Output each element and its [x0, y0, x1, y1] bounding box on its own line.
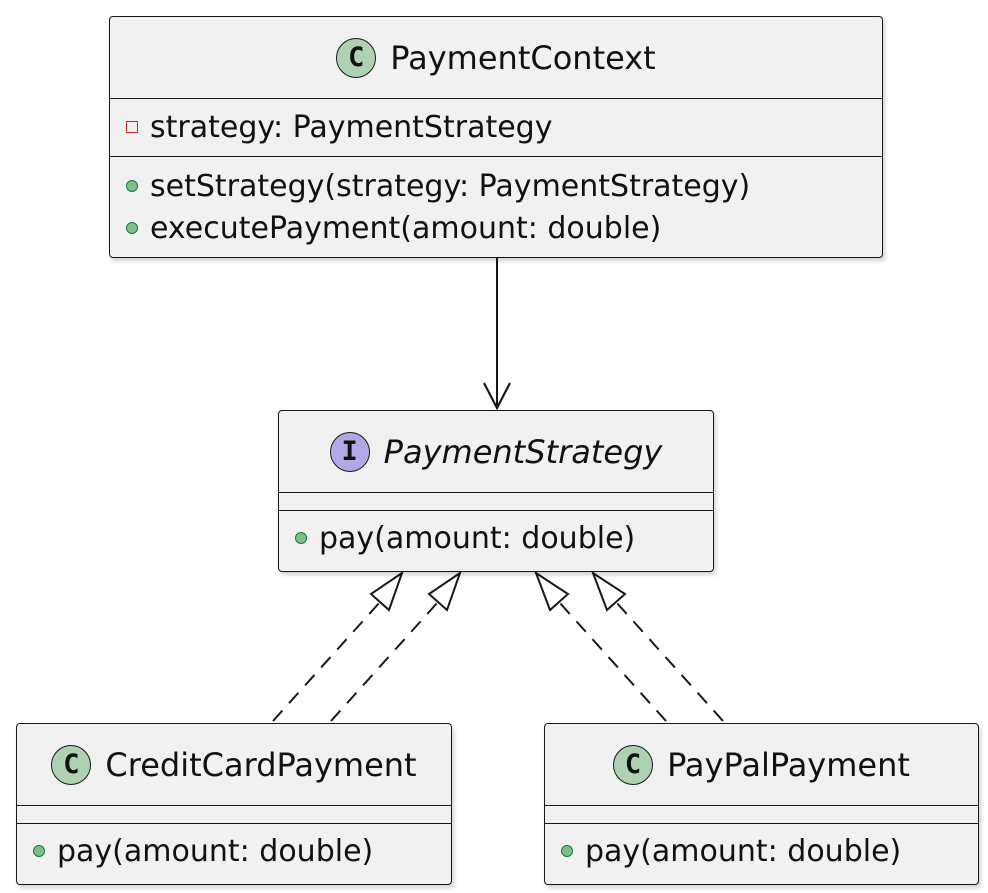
public-visibility-icon — [561, 845, 573, 857]
method-text: executePayment(amount: double) — [150, 210, 662, 246]
realization-line — [558, 601, 667, 722]
class-name: CreditCardPayment — [105, 745, 417, 784]
realization-arrowhead — [369, 570, 404, 612]
fields-section — [279, 493, 713, 511]
realization-credit-card-right — [330, 570, 462, 722]
realization-arrowhead — [427, 570, 462, 612]
class-payment-context[interactable]: C PaymentContext strategy: PaymentStrate… — [109, 16, 883, 258]
class-paypal-payment[interactable]: C PayPalPayment pay(amount: double) — [544, 723, 979, 885]
realization-arrowhead — [590, 570, 627, 612]
public-visibility-icon — [126, 180, 138, 192]
methods-section: pay(amount: double) — [545, 824, 978, 872]
method-row: setStrategy(strategy: PaymentStrategy) — [126, 165, 882, 207]
class-header: I PaymentStrategy — [279, 411, 713, 493]
realization-line — [330, 601, 439, 722]
realization-paypal-left — [533, 570, 667, 722]
fields-section — [545, 806, 978, 824]
methods-section: setStrategy(strategy: PaymentStrategy) e… — [110, 157, 882, 249]
method-row: pay(amount: double) — [33, 830, 451, 872]
realization-paypal-right — [590, 570, 724, 722]
class-name: PayPalPayment — [667, 745, 910, 784]
method-text: pay(amount: double) — [585, 833, 902, 869]
interface-stereotype-icon: I — [329, 431, 370, 472]
association-arrowhead — [483, 382, 511, 411]
public-visibility-icon — [295, 532, 307, 544]
method-row: pay(amount: double) — [295, 517, 713, 559]
realization-arrowhead — [533, 570, 570, 612]
method-text: pay(amount: double) — [319, 520, 636, 556]
realization-credit-card-left — [272, 570, 404, 722]
class-header: C PayPalPayment — [545, 724, 978, 806]
field-row: strategy: PaymentStrategy — [126, 106, 882, 148]
method-text: setStrategy(strategy: PaymentStrategy) — [150, 168, 751, 204]
class-stereotype-icon: C — [613, 744, 654, 785]
public-visibility-icon — [126, 222, 138, 234]
private-visibility-icon — [126, 121, 138, 133]
class-header: C PaymentContext — [110, 17, 882, 99]
fields-section: strategy: PaymentStrategy — [110, 99, 882, 157]
realization-line — [615, 601, 724, 722]
field-text: strategy: PaymentStrategy — [150, 109, 553, 145]
methods-section: pay(amount: double) — [279, 511, 713, 559]
method-row: pay(amount: double) — [561, 830, 978, 872]
class-stereotype-icon: C — [336, 37, 377, 78]
realization-line — [272, 601, 381, 722]
method-row: executePayment(amount: double) — [126, 207, 882, 249]
class-stereotype-icon: C — [51, 744, 92, 785]
interface-payment-strategy[interactable]: I PaymentStrategy pay(amount: double) — [278, 410, 714, 572]
methods-section: pay(amount: double) — [17, 824, 451, 872]
method-text: pay(amount: double) — [57, 833, 374, 869]
public-visibility-icon — [33, 845, 45, 857]
class-credit-card-payment[interactable]: C CreditCardPayment pay(amount: double) — [16, 723, 452, 885]
class-name: PaymentContext — [390, 38, 656, 77]
class-header: C CreditCardPayment — [17, 724, 451, 806]
association-context-to-strategy — [483, 258, 511, 411]
fields-section — [17, 806, 451, 824]
interface-name: PaymentStrategy — [383, 432, 663, 471]
